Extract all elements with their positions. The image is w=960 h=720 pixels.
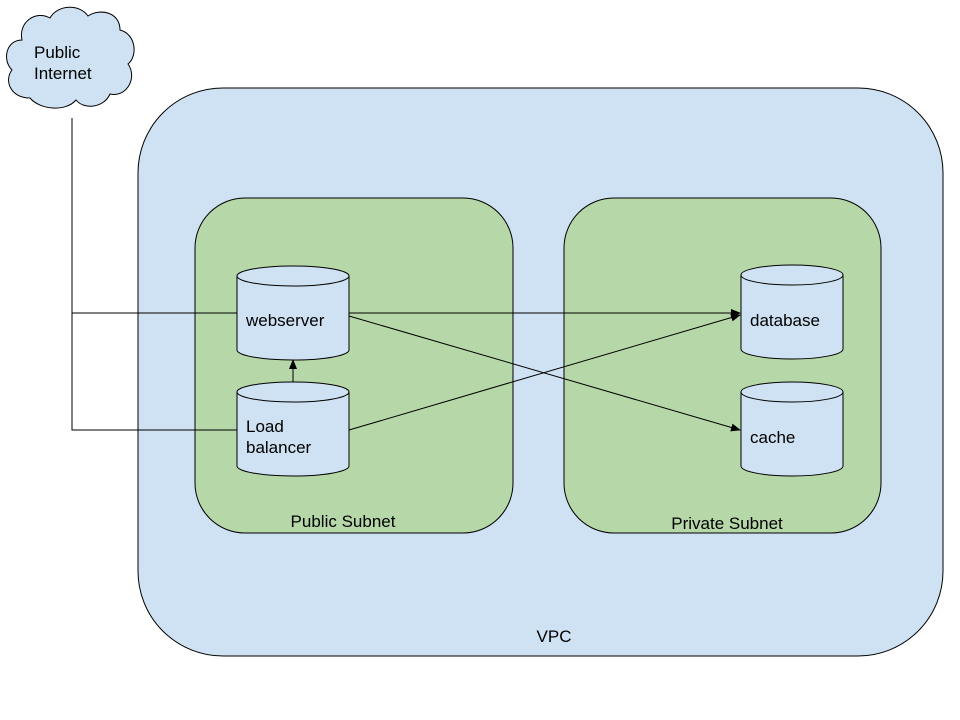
cylinder-icon	[740, 264, 844, 360]
cache-node[interactable]: cache	[740, 381, 844, 477]
cylinder-icon	[740, 381, 844, 477]
public-subnet-container[interactable]	[194, 197, 514, 534]
load-balancer-label-line1: Load	[246, 417, 284, 436]
webserver-label: webserver	[245, 311, 325, 330]
vpc-label: VPC	[537, 627, 572, 646]
cache-label: cache	[750, 428, 795, 447]
connector-internet-to-load-balancer	[71, 313, 238, 431]
cylinder-icon	[236, 381, 350, 477]
database-label: database	[750, 311, 820, 330]
internet-label-line2: Internet	[34, 64, 92, 83]
cloud-icon	[6, 6, 135, 109]
public-internet-node[interactable]: Public Internet	[6, 6, 135, 109]
private-subnet-container[interactable]	[563, 197, 882, 534]
internet-label-line1: Public	[34, 43, 81, 62]
load-balancer-label-line2: balancer	[246, 438, 312, 457]
private-subnet-label: Private Subnet	[671, 514, 783, 533]
load-balancer-node[interactable]: Load balancer	[236, 381, 350, 477]
arrow-load-balancer-to-database	[348, 313, 741, 431]
public-subnet-label: Public Subnet	[291, 512, 396, 531]
webserver-node[interactable]: webserver	[236, 265, 350, 361]
database-node[interactable]: database	[740, 264, 844, 360]
cylinder-icon	[236, 265, 350, 361]
